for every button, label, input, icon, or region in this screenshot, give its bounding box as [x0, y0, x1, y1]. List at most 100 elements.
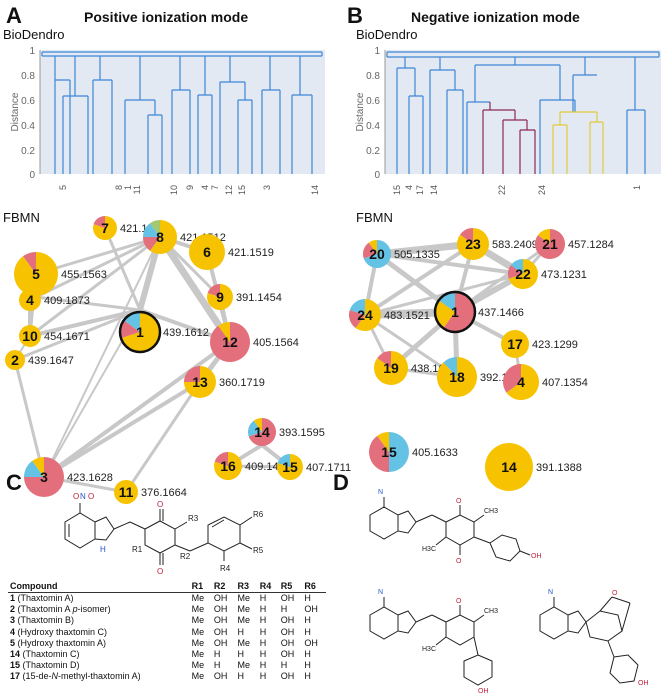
- substituent-cell: Me: [237, 593, 251, 603]
- ytick: 0.2: [366, 146, 380, 157]
- substituent-cell: H: [259, 649, 267, 660]
- leaf-label: 1: [123, 185, 133, 190]
- struct-atom: OH: [531, 553, 542, 560]
- col-header: R1: [189, 580, 212, 593]
- pie-slice: [389, 432, 409, 472]
- compound-cell: 17 (15-de-N-methyl-thaxtomin A): [8, 671, 190, 682]
- ytick: 0.4: [366, 121, 380, 132]
- node-id-label: 15: [282, 459, 298, 475]
- ytick: 1: [29, 46, 35, 57]
- ytick: 0.6: [366, 96, 380, 107]
- node-id-label: 1: [451, 304, 459, 320]
- network-node[interactable]: 15 405.1633: [369, 432, 458, 472]
- pie-slice: [120, 320, 140, 339]
- pie-slice: [363, 242, 377, 259]
- network-nodes: 7421.18421.15125455.15636421.15199391.14…: [5, 216, 351, 504]
- dendrogram-branches: [386, 51, 660, 174]
- ytick: 0: [374, 170, 380, 181]
- ytick: 0.2: [21, 146, 35, 157]
- node-highlight-ring: [433, 290, 477, 334]
- node-mz-label: 457.1284: [568, 239, 614, 251]
- pie-slice: [363, 240, 391, 268]
- node-mz-label: 421.1: [120, 223, 148, 235]
- substituent-cell: H: [259, 593, 267, 603]
- node-id-label: 13: [192, 374, 208, 390]
- leaf-label: 15: [392, 185, 402, 195]
- leaf-label: 1: [632, 185, 642, 190]
- pie-slice: [114, 480, 138, 504]
- panel-b-title: Negative ionization mode: [411, 9, 580, 25]
- network-edges: [13, 227, 292, 494]
- substituent-cell: Me: [237, 637, 251, 648]
- general-structure: O N O H O O R3 R1 R2 R6 R5 R4: [64, 492, 264, 576]
- node-mz-label: 483.1521: [384, 310, 430, 322]
- substituent-cell: OH: [213, 671, 228, 682]
- leaf-label: 24: [537, 185, 547, 195]
- substituent-cell: H: [259, 637, 267, 648]
- ytick: 0.8: [21, 71, 35, 82]
- pie-slice: [349, 299, 365, 315]
- pie-slice: [150, 220, 160, 237]
- pie-slice: [143, 237, 160, 251]
- node-mz-label: 455.1563: [61, 269, 107, 281]
- compound-name: (Thaxtomin C): [22, 649, 80, 660]
- node-mz-label: 405.1633: [412, 447, 458, 459]
- pie-slice: [443, 292, 475, 332]
- pie-slice: [369, 435, 389, 472]
- pie-slice: [355, 299, 381, 331]
- compound-table: Compound R1 R2 R3 R4 R5 R6 1 (Thaxtomin …: [8, 580, 326, 683]
- pie-slice: [508, 265, 523, 279]
- node-highlight-ring: [118, 310, 162, 354]
- leaf-label: 12: [224, 185, 234, 195]
- ytick: 0.8: [366, 71, 380, 82]
- node-mz-label: 393.1595: [279, 427, 325, 439]
- pie-slice: [150, 220, 178, 254]
- pie-slice: [506, 364, 539, 400]
- struct-atom: O: [456, 498, 462, 505]
- node-id-label: 15: [381, 444, 397, 460]
- pie-slice: [24, 460, 44, 477]
- node-mz-label: 409.1873: [44, 295, 90, 307]
- ytick: 1: [374, 46, 380, 57]
- compound-number: 15: [10, 660, 21, 671]
- dendrogram-positive: 1 0.8 0.6 0.4 0.2 0 Distance 5 8 1 11 10…: [10, 46, 325, 195]
- struct-substituent: R5: [253, 546, 264, 555]
- pie-slice: [218, 322, 230, 342]
- structures-panel-d: N O O CH3 H3C OH N O CH3 H3C OH N O OH: [369, 489, 649, 695]
- pie-slice: [248, 420, 262, 437]
- compound-name-part: (15-de-: [22, 671, 52, 682]
- substituent-cell: OH: [304, 604, 318, 615]
- dendro-leaf-labels: 5 8 1 11 10 9 4 7 12 15 3 14: [58, 185, 320, 195]
- node-id-label: 19: [383, 360, 399, 376]
- compound-name-part: N: [51, 671, 59, 682]
- col-header: R6: [302, 580, 326, 593]
- pie-slice: [443, 357, 457, 377]
- substituent-cell: OH: [213, 626, 228, 637]
